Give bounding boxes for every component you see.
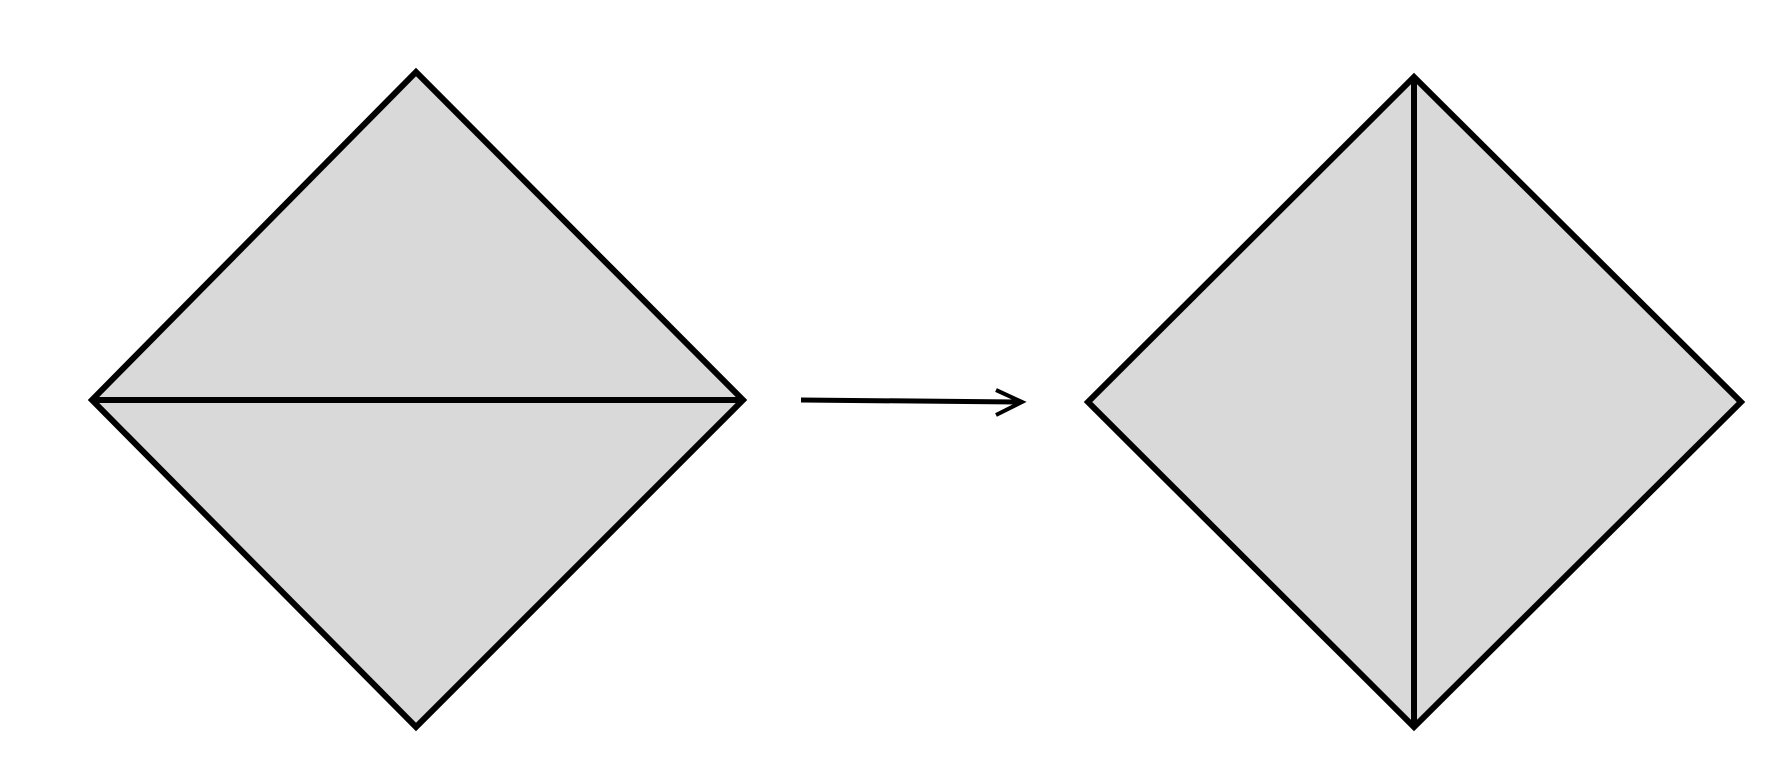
right-diamond	[1083, 72, 1746, 732]
arrow-head	[995, 388, 1027, 417]
left-diamond	[87, 67, 748, 732]
arrow-shaft	[800, 397, 1019, 405]
right-arrow-icon	[800, 388, 1027, 417]
